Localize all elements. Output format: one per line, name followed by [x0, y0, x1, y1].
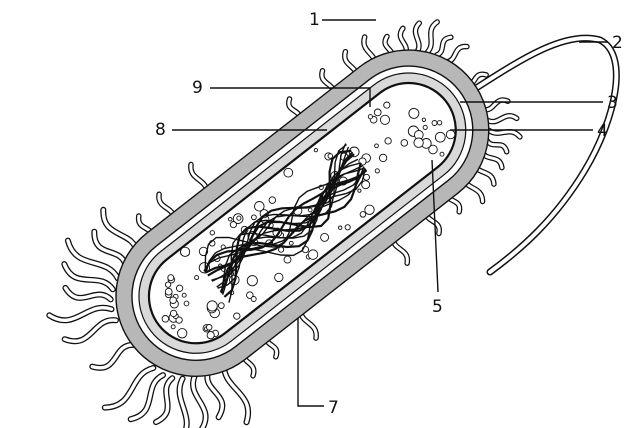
- ribosome: [435, 132, 445, 142]
- ribosome: [218, 303, 224, 309]
- label-3: 3: [607, 93, 618, 113]
- ribosome: [437, 121, 441, 125]
- ribosome: [207, 301, 217, 311]
- ribosome: [385, 138, 391, 144]
- ribosome: [284, 256, 291, 263]
- ribosome: [384, 102, 390, 108]
- ribosome: [432, 121, 437, 126]
- ribosome: [362, 181, 370, 189]
- ribosome: [328, 154, 333, 159]
- pilus: [103, 210, 137, 253]
- ribosome: [380, 115, 389, 124]
- ribosome: [358, 189, 361, 192]
- ribosome: [339, 226, 342, 229]
- ribosome: [165, 288, 172, 295]
- ribosome: [314, 148, 317, 151]
- label-4: 4: [597, 121, 608, 141]
- ribosome: [368, 115, 372, 119]
- ribosome: [252, 215, 257, 220]
- ribosome: [207, 332, 214, 339]
- ribosome: [401, 140, 408, 147]
- ribosome: [374, 109, 381, 116]
- pilus: [92, 345, 133, 368]
- label-1: 1: [309, 10, 320, 30]
- ribosome: [414, 138, 423, 147]
- ribosome: [379, 154, 386, 161]
- ribosome: [321, 233, 329, 241]
- ribosome: [195, 276, 199, 280]
- ribosome: [230, 222, 236, 228]
- label-8: 8: [155, 120, 166, 140]
- ribosome: [206, 325, 212, 331]
- ribosome: [170, 297, 177, 304]
- ribosome: [423, 125, 427, 129]
- flagellum-inner: [470, 38, 616, 272]
- ribosome: [365, 205, 374, 214]
- ribosome: [237, 216, 241, 220]
- ribosome: [308, 250, 318, 260]
- ribosome: [422, 118, 425, 121]
- ribosome: [182, 293, 186, 297]
- ribosome: [162, 316, 169, 323]
- ribosome: [168, 275, 174, 281]
- ribosome: [251, 297, 256, 302]
- ribosome: [308, 208, 312, 212]
- label-5: 5: [432, 297, 443, 317]
- ribosome: [275, 273, 283, 281]
- ribosome: [210, 231, 214, 235]
- ribosome: [279, 247, 284, 252]
- ribosome: [181, 247, 190, 256]
- ribosome: [375, 169, 379, 173]
- ribosome: [289, 241, 293, 245]
- ribosome: [234, 313, 240, 319]
- ribosome: [184, 301, 189, 306]
- pilus: [65, 320, 116, 341]
- pilus: [224, 364, 248, 422]
- ribosome: [170, 310, 176, 316]
- ribosome: [176, 285, 182, 291]
- label-2: 2: [612, 33, 623, 53]
- ribosome: [409, 108, 419, 118]
- ribosome: [171, 325, 175, 329]
- ribosome: [375, 144, 379, 148]
- ribosome: [360, 212, 366, 218]
- leader-7: [298, 318, 324, 406]
- ribosome: [247, 276, 257, 286]
- label-7: 7: [328, 398, 339, 418]
- ribosome: [178, 329, 187, 338]
- pilus: [68, 241, 118, 279]
- ribosome: [228, 217, 232, 221]
- ribosome: [269, 197, 276, 204]
- ribosome: [284, 168, 293, 177]
- ribosome: [440, 152, 444, 156]
- ribosome: [345, 225, 350, 230]
- label-9: 9: [192, 78, 203, 98]
- ribosome: [446, 130, 455, 139]
